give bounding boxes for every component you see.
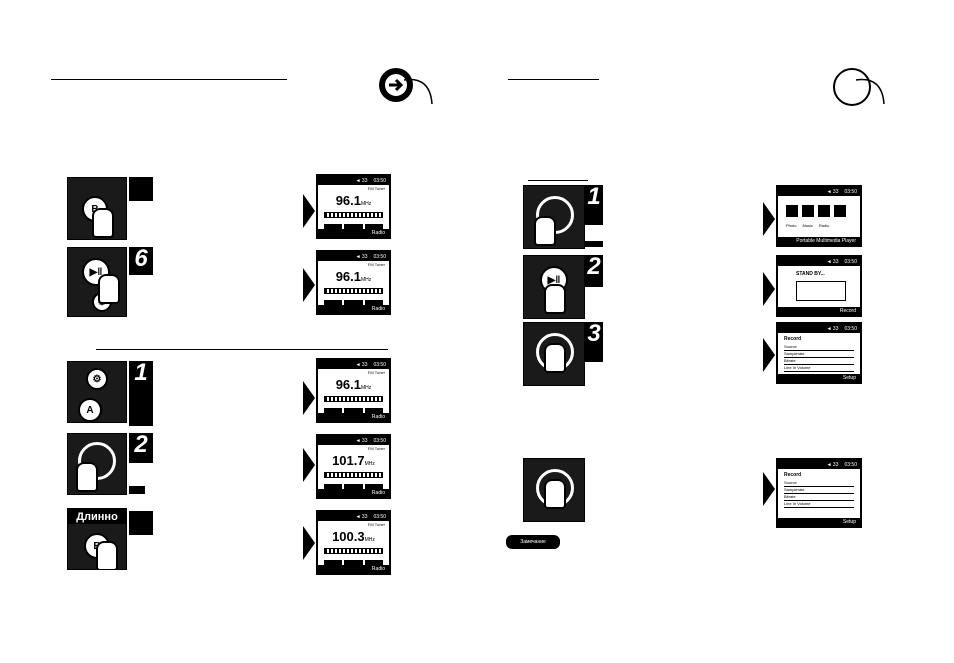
arrow-right-icon	[763, 338, 775, 372]
hand-icon	[544, 284, 566, 314]
section-divider	[96, 349, 388, 350]
device-photo-joystick	[523, 322, 585, 386]
arrow-right-icon	[303, 526, 315, 560]
arrow-right-icon	[303, 448, 315, 482]
step-number-6: 6	[129, 247, 153, 275]
arrow-right-icon	[763, 472, 775, 506]
step-number-1: 1	[585, 185, 603, 225]
device-photo-joystick	[523, 185, 585, 249]
step-box-small	[585, 241, 603, 247]
long-press-label: Длинно	[68, 509, 126, 524]
hand-icon	[534, 216, 556, 246]
play-pause-icon: ▶‖	[82, 258, 110, 286]
device-photo-play-button: ▶‖	[523, 255, 585, 319]
photo-icon	[786, 205, 798, 217]
step-number-1: 1	[129, 361, 153, 426]
step-box-small	[129, 486, 145, 494]
nav-curl-icon	[403, 78, 433, 105]
device-photo-a-button: ⚙ A	[67, 361, 127, 423]
music-icon	[802, 205, 814, 217]
step-box-blank	[129, 177, 153, 201]
step-number-2: 2	[129, 433, 153, 463]
record-icon	[834, 205, 846, 217]
hand-icon	[76, 462, 98, 492]
arrow-right-icon	[303, 194, 315, 228]
device-photo-joystick	[523, 458, 585, 522]
arrow-right-icon	[303, 268, 315, 302]
hand-icon	[544, 343, 566, 373]
next-arrow-icon[interactable]	[379, 68, 413, 102]
sub-rule	[528, 180, 588, 181]
a-button-label: A	[86, 404, 94, 416]
radio-icon	[818, 205, 830, 217]
hand-icon	[96, 541, 118, 569]
right-header-rule	[508, 79, 599, 80]
device-photo-b-button: B	[67, 177, 127, 240]
hand-icon	[544, 479, 566, 509]
hand-icon	[92, 208, 114, 238]
device-photo-joystick	[67, 433, 127, 495]
left-header-rule	[51, 79, 287, 80]
hand-icon	[98, 274, 120, 304]
menu-labels: Photo Music Radio	[786, 223, 830, 228]
a-button-icon: A	[78, 398, 102, 422]
nav-curl-icon	[855, 78, 885, 105]
step-number-2: 2	[585, 255, 603, 287]
nav-circle-icon[interactable]	[833, 68, 871, 106]
note-badge: Замечание	[506, 535, 560, 549]
arrow-right-icon	[303, 381, 315, 415]
device-photo-play-button: ▶‖ ⚙	[67, 247, 127, 317]
gear-icon: ⚙	[86, 368, 108, 390]
standby-box	[796, 281, 846, 301]
step-number-3: 3	[585, 322, 603, 362]
device-photo-long-press: Длинно B	[67, 508, 127, 570]
arrow-right-icon	[763, 272, 775, 306]
menu-icons	[786, 205, 846, 217]
arrow-right-icon	[763, 202, 775, 236]
step-box-blank	[129, 511, 153, 535]
